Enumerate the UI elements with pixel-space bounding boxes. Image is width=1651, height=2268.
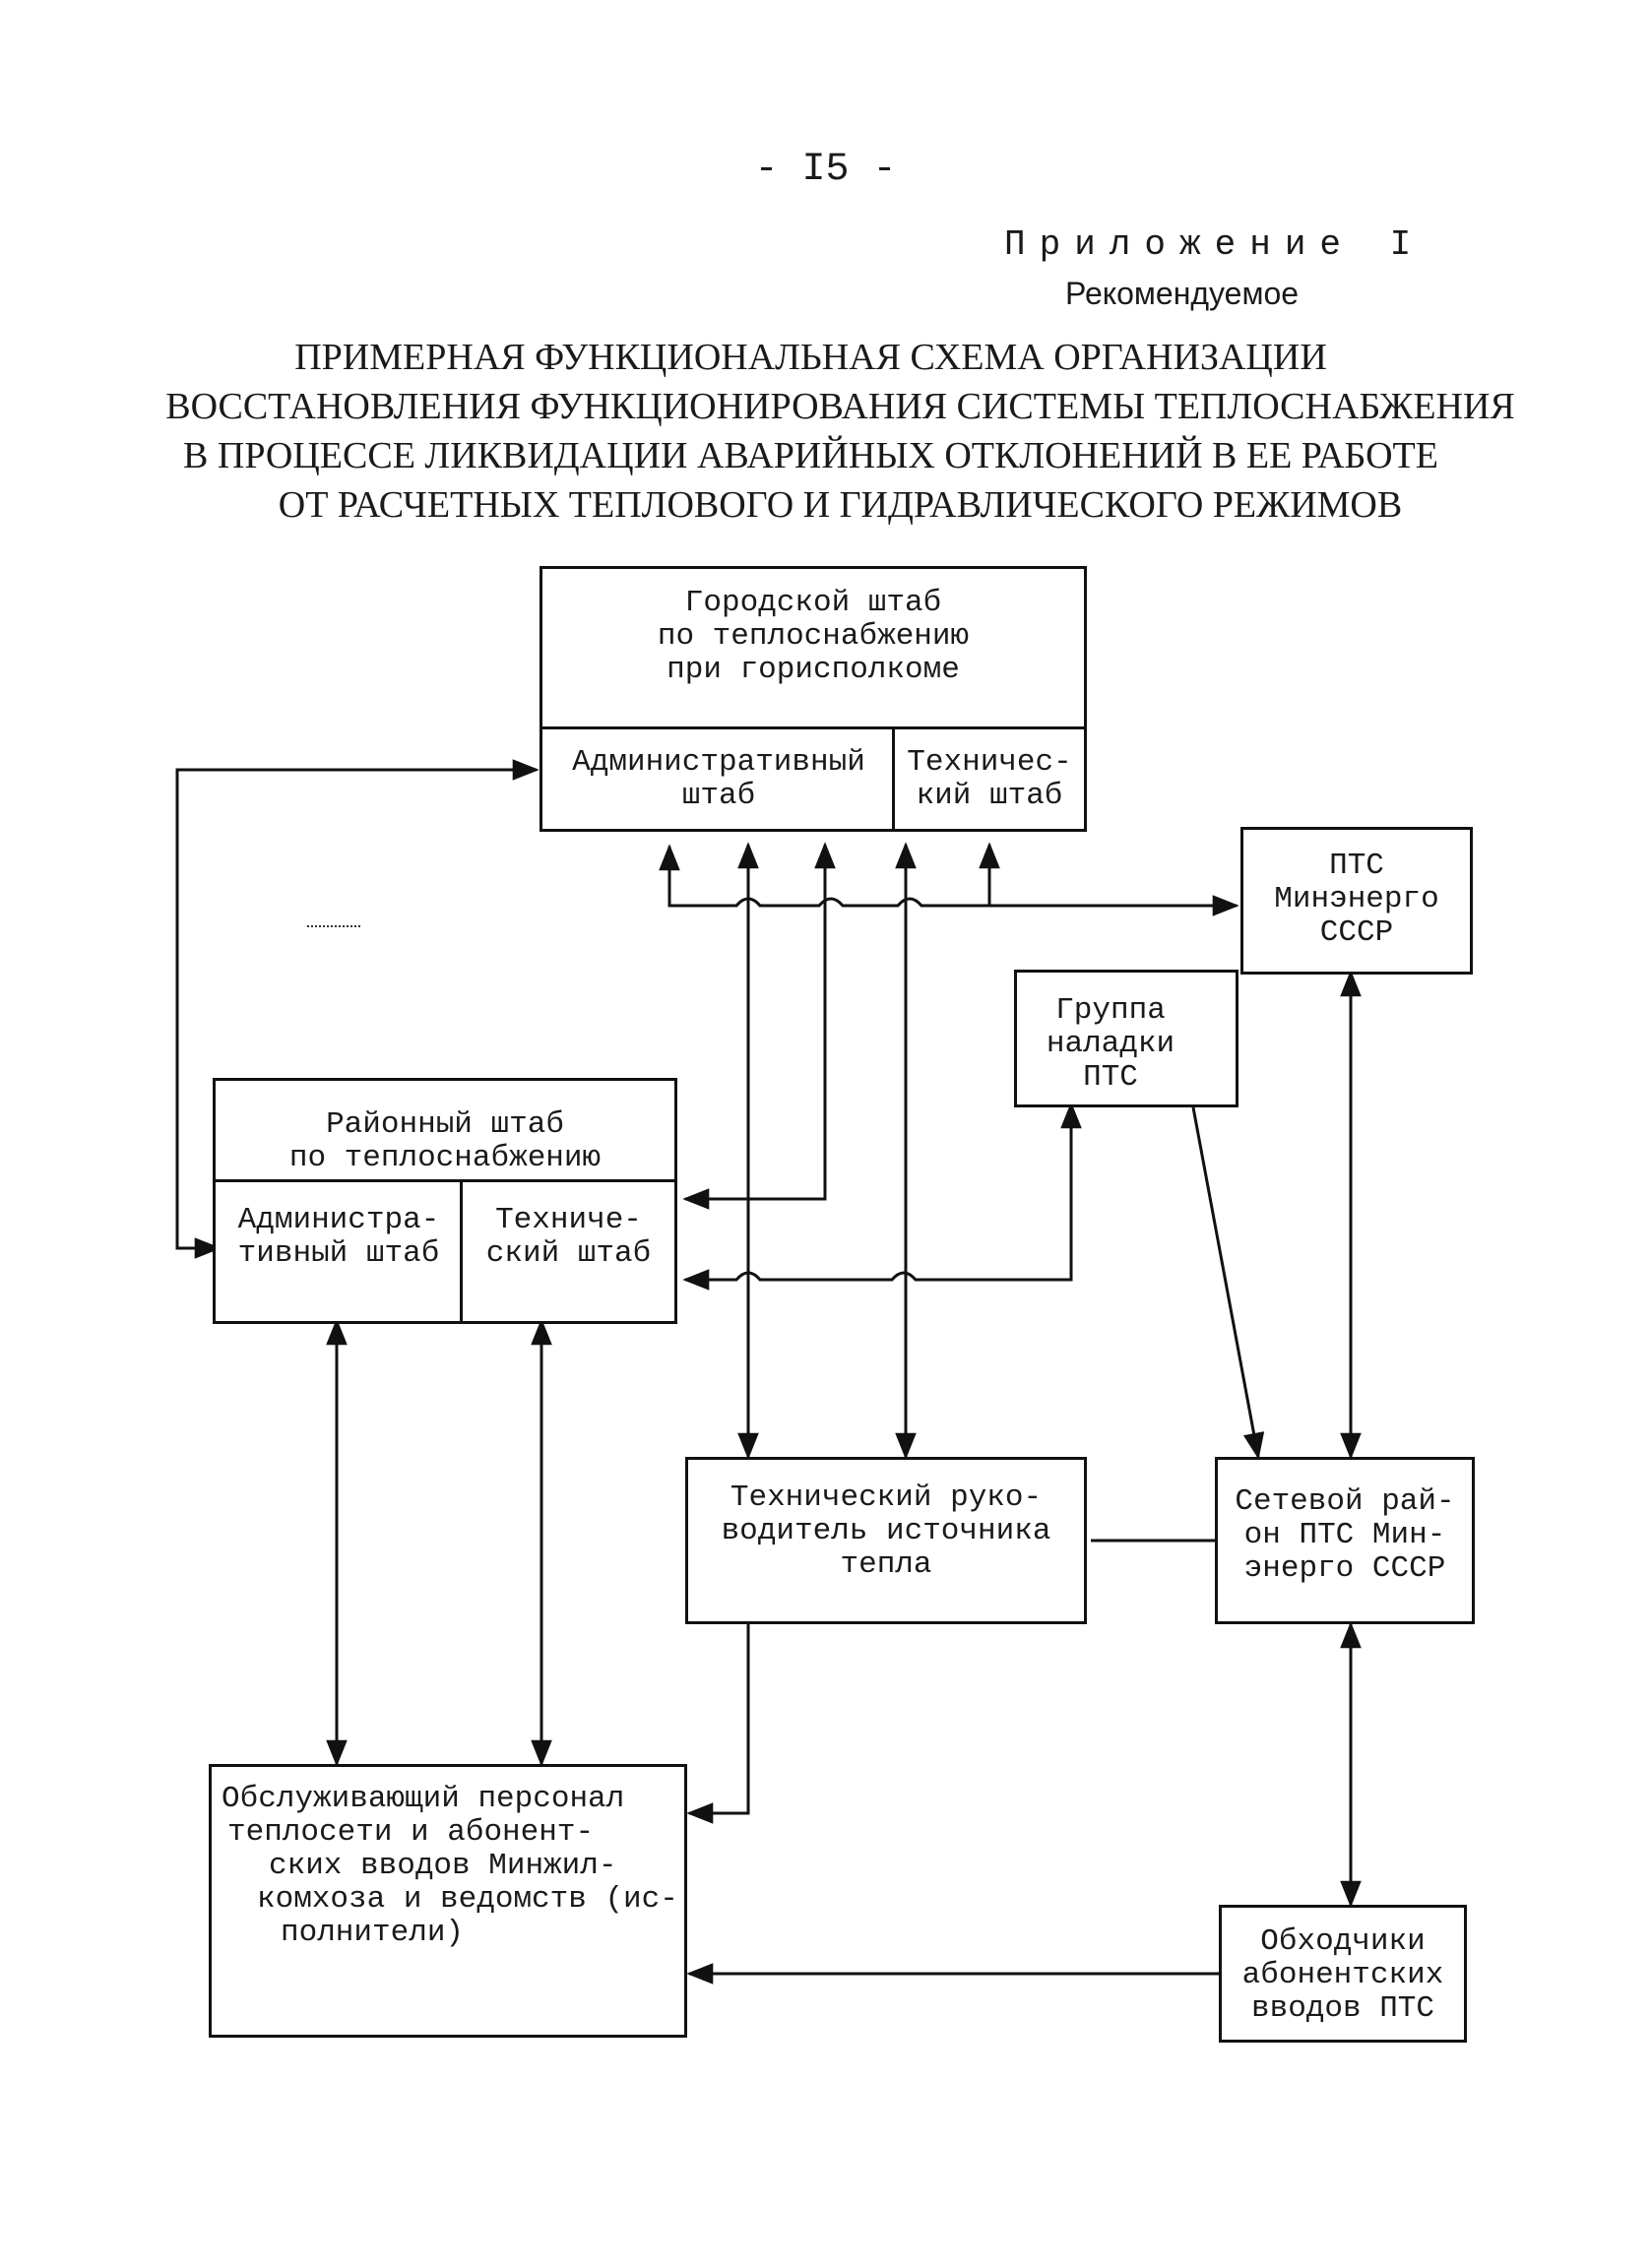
node-line: СССР <box>1319 915 1394 950</box>
node-line: Сетевой рай- <box>1235 1484 1455 1519</box>
node-line: наладки <box>1046 1027 1175 1061</box>
recommended-label: Рекомендуемое <box>1065 276 1300 311</box>
node-line: Административный <box>572 745 865 780</box>
connector-city-district-admin <box>175 759 540 1259</box>
connector-adjust-district-tech <box>682 1102 1082 1291</box>
city-hq-title: Городской штаб по теплоснабжению при гор… <box>542 587 1084 687</box>
node-line: ПТС <box>1083 1060 1138 1095</box>
diagram-title: ПРИМЕРНАЯ ФУНКЦИОНАЛЬНАЯ СХЕМА ОРГАНИЗАЦ… <box>0 333 1651 530</box>
node-line: теплосети и абонент- <box>227 1815 595 1850</box>
connector-city-admin-district <box>682 842 836 1210</box>
node-line: по теплоснабжению <box>657 619 970 654</box>
node-line: энерго СССР <box>1243 1551 1446 1586</box>
pts-adjust-group-text: Группа наладки ПТС <box>1017 994 1204 1095</box>
appendix-label: Приложение I <box>1004 224 1426 265</box>
node-line: Обходчики <box>1260 1924 1426 1959</box>
node-line: вводов ПТС <box>1250 1991 1435 2026</box>
title-line: ВОССТАНОВЛЕНИЯ ФУНКЦИОНИРОВАНИЯ СИСТЕМЫ … <box>165 386 1515 427</box>
service-staff-box: Обслуживающий персонал теплосети и абоне… <box>209 1764 687 2038</box>
node-line: Обслуживающий персонал <box>222 1782 625 1816</box>
title-line: ОТ РАСЧЕТНЫХ ТЕПЛОВОГО И ГИДРАВЛИЧЕСКОГО… <box>278 484 1403 526</box>
service-staff-text: Обслуживающий персонал теплосети и абоне… <box>222 1783 680 1950</box>
node-line: Технический руко- <box>730 1480 1043 1515</box>
inspectors-box: Обходчики абонентских вводов ПТС <box>1219 1905 1467 2043</box>
district-tech-staff: Техниче- ский штаб <box>463 1204 674 1271</box>
city-tech-staff: Техничес- кий штаб <box>895 746 1084 813</box>
node-line: ПТС <box>1329 849 1384 883</box>
node-line: Группа <box>1055 993 1166 1028</box>
node-line: Городской штаб <box>684 586 942 620</box>
node-line: при горисполкоме <box>667 653 960 687</box>
node-line: Техниче- <box>495 1203 642 1237</box>
node-line: ский штаб <box>485 1236 652 1271</box>
node-line: комхоза и ведомств (ис- <box>257 1882 678 1917</box>
node-line: полнители) <box>281 1916 465 1950</box>
node-line: кий штаб <box>916 779 1063 813</box>
node-line: абонентских <box>1241 1958 1444 1992</box>
connector-adjust-network <box>1191 1106 1265 1460</box>
pts-minenergo-box: ПТС Минэнерго СССР <box>1240 827 1473 975</box>
page-number: - I5 - <box>754 148 897 192</box>
node-line: тивный штаб <box>237 1236 440 1271</box>
tech-head-text: Технический руко- водитель источника теп… <box>688 1481 1084 1582</box>
network-district-box: Сетевой рай- он ПТС Мин- энерго СССР <box>1215 1457 1475 1624</box>
node-line: Районный штаб <box>326 1107 564 1142</box>
inspectors-text: Обходчики абонентских вводов ПТС <box>1222 1925 1464 2026</box>
node-line: водитель источника <box>721 1514 1051 1548</box>
title-line: ПРИМЕРНАЯ ФУНКЦИОНАЛЬНАЯ СХЕМА ОРГАНИЗАЦ… <box>294 337 1327 378</box>
district-hq-box: Районный штаб по теплоснабжению Админист… <box>213 1078 677 1324</box>
tech-head-box: Технический руко- водитель источника теп… <box>685 1457 1087 1624</box>
city-admin-staff: Административный штаб <box>542 746 895 813</box>
node-line: штаб <box>681 779 756 813</box>
pts-adjust-group-box: Группа наладки ПТС <box>1014 970 1238 1107</box>
connector-city-pts <box>659 844 1239 916</box>
node-line: Техничес- <box>907 745 1072 780</box>
district-hq-title: Районный штаб по теплоснабжению <box>216 1108 674 1175</box>
node-line: по теплоснабжению <box>288 1141 602 1175</box>
city-hq-box: Городской штаб по теплоснабжению при гор… <box>540 566 1087 832</box>
title-line: В ПРОЦЕССЕ ЛИКВИДАЦИИ АВАРИЙНЫХ ОТКЛОНЕН… <box>183 435 1438 476</box>
network-district-text: Сетевой рай- он ПТС Мин- энерго СССР <box>1218 1485 1472 1586</box>
node-line: Администра- <box>237 1203 440 1237</box>
node-line: ских вводов Минжил- <box>269 1849 617 1883</box>
node-line: тепла <box>840 1547 932 1582</box>
pts-minenergo-text: ПТС Минэнерго СССР <box>1243 850 1470 950</box>
node-line: Минэнерго <box>1274 882 1439 916</box>
connector-techhead-staff <box>686 1624 750 1824</box>
stray-mark <box>307 925 360 930</box>
node-line: он ПТС Мин- <box>1243 1518 1446 1552</box>
district-admin-staff: Администра- тивный штаб <box>216 1204 462 1271</box>
